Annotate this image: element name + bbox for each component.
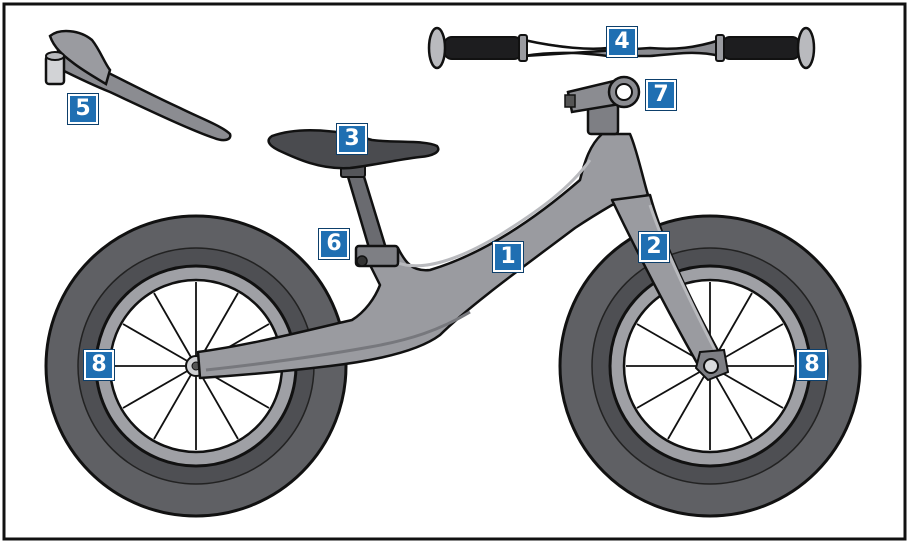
callout-fork: 2 <box>638 231 670 263</box>
frame <box>196 132 650 380</box>
handlebar <box>427 26 816 70</box>
seatpost-clamp <box>354 244 400 268</box>
callout-rear-wheel: 8 <box>83 349 115 381</box>
callout-stem: 7 <box>645 79 677 111</box>
stem <box>564 75 641 136</box>
left-grip <box>443 36 523 60</box>
callout-front-wheel: 8 <box>796 349 828 381</box>
callout-handlebar: 4 <box>606 26 638 58</box>
right-grip <box>721 36 801 60</box>
callout-kickstand: 5 <box>67 93 99 125</box>
callout-seatpost-clamp: 6 <box>318 228 350 260</box>
kickstand <box>44 29 232 142</box>
callout-frame: 1 <box>492 241 524 273</box>
callout-saddle: 3 <box>336 123 368 155</box>
